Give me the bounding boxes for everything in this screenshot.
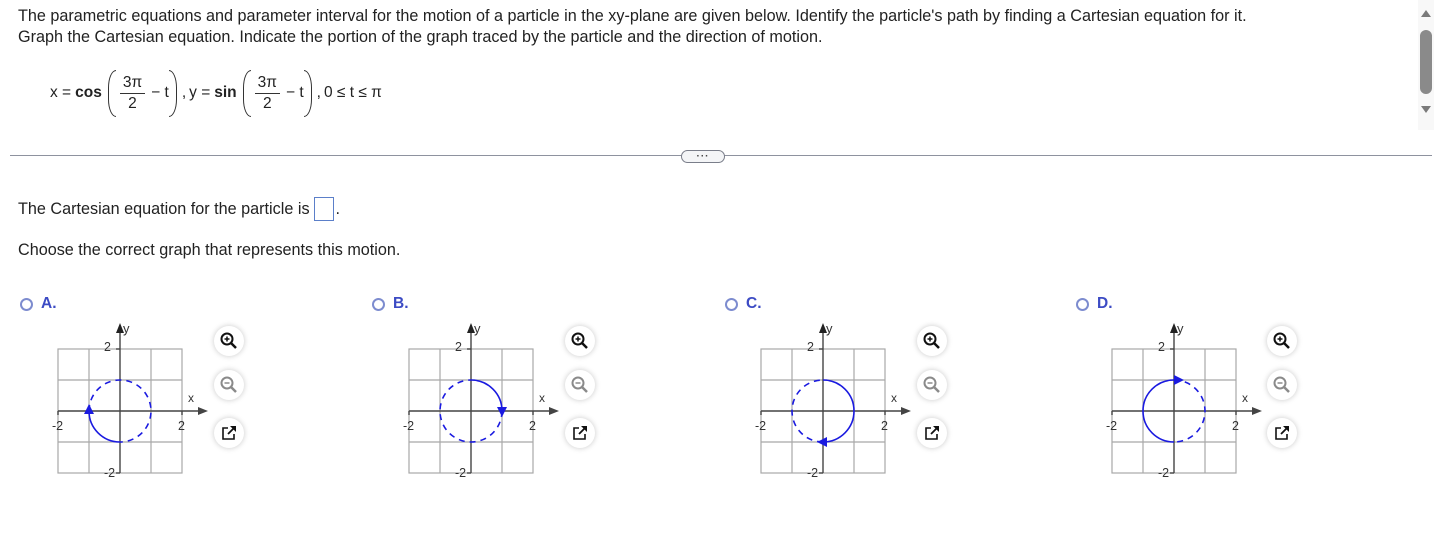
graph-d-plot [1111, 323, 1262, 474]
x-argument: 3π 2 − t [107, 69, 177, 117]
y-min-label: -2 [455, 466, 467, 480]
zoom-out-button-b[interactable] [565, 370, 595, 400]
choose-graph-prompt: Choose the correct graph that represents… [18, 241, 401, 259]
fraction-3pi-over-2: 3π 2 [119, 74, 146, 113]
radio-button-b[interactable] [372, 297, 385, 311]
x-axis-label: x [539, 391, 545, 405]
graph-b-plot [408, 323, 559, 474]
minus-t: − t [285, 84, 304, 101]
sin-function: sin [214, 84, 237, 101]
prompt-line-1: The parametric equations and parameter i… [18, 7, 1247, 25]
fraction-denominator: 2 [128, 94, 137, 112]
parametric-equations: x = cos 3π 2 − t , y = sin 3π 2 − t , 0 … [50, 68, 382, 118]
popout-button-a[interactable] [214, 418, 244, 448]
zoom-in-icon [923, 332, 940, 349]
scroll-up-arrow-icon[interactable] [1421, 10, 1431, 17]
graph-option-c: y x 2 -2 -2 2 [743, 321, 943, 493]
fraction-3pi-over-2: 3π 2 [254, 74, 280, 113]
graph-option-a: y x 2 -2 -2 2 [40, 321, 240, 493]
option-b-label: B. [393, 295, 409, 312]
popout-button-d[interactable] [1267, 418, 1297, 448]
y-argument: 3π 2 − t [242, 69, 312, 117]
popout-button-b[interactable] [565, 418, 595, 448]
graph-c-plot [760, 323, 911, 474]
cos-function: cos [75, 84, 102, 101]
x-lhs: x = [50, 84, 72, 101]
option-c-label: C. [746, 295, 762, 312]
zoom-out-icon [1273, 376, 1290, 393]
vertical-scrollbar[interactable] [1418, 0, 1434, 130]
x-min-label: -2 [755, 419, 767, 433]
zoom-in-button-c[interactable] [917, 326, 947, 356]
y-axis-label: y [474, 321, 481, 336]
y-min-label: -2 [807, 466, 819, 480]
expand-question-button[interactable]: ··· [681, 150, 725, 163]
radio-button-d[interactable] [1076, 297, 1089, 311]
y-axis-label: y [123, 321, 130, 336]
x-max-label: 2 [529, 419, 536, 433]
popout-button-c[interactable] [917, 418, 947, 448]
zoom-out-button-d[interactable] [1267, 370, 1297, 400]
zoom-in-icon [571, 332, 588, 349]
y-min-label: -2 [1158, 466, 1170, 480]
popout-icon [925, 426, 939, 440]
option-a-label: A. [41, 295, 57, 312]
radio-button-c[interactable] [725, 297, 738, 311]
fraction-numerator: 3π [119, 74, 146, 94]
x-axis-label: x [1242, 391, 1248, 405]
cartesian-equation-input[interactable] [313, 197, 334, 221]
radio-button-a[interactable] [20, 297, 33, 311]
option-c[interactable]: C. [725, 295, 762, 313]
graph-a-plot [57, 323, 208, 474]
answer-statement: The Cartesian equation for the particle … [18, 197, 340, 221]
x-max-label: 2 [881, 419, 888, 433]
y-max-label: 2 [1158, 340, 1165, 354]
zoom-out-icon [571, 376, 588, 393]
graph-option-b: y x 2 -2 -2 2 [391, 321, 591, 493]
y-max-label: 2 [455, 340, 462, 354]
option-d[interactable]: D. [1076, 295, 1113, 313]
comma: , [316, 84, 321, 101]
x-min-label: -2 [1106, 419, 1118, 433]
zoom-in-button-d[interactable] [1267, 326, 1297, 356]
minus-t: − t [151, 84, 169, 101]
y-min-label: -2 [104, 466, 116, 480]
popout-icon [573, 426, 587, 440]
y-axis-label: y [1177, 321, 1184, 336]
x-min-label: -2 [52, 419, 64, 433]
fraction-denominator: 2 [263, 94, 272, 112]
zoom-in-button-b[interactable] [565, 326, 595, 356]
y-lhs: y = [189, 84, 211, 101]
problem-prompt: The parametric equations and parameter i… [18, 6, 1378, 48]
comma: , [181, 84, 187, 101]
x-max-label: 2 [178, 419, 185, 433]
scrollbar-thumb[interactable] [1420, 30, 1432, 94]
zoom-out-button-c[interactable] [917, 370, 947, 400]
x-axis-label: x [891, 391, 897, 405]
zoom-in-icon [220, 332, 237, 349]
option-d-label: D. [1097, 295, 1113, 312]
zoom-in-button-a[interactable] [214, 326, 244, 356]
y-axis-label: y [826, 321, 833, 336]
option-a[interactable]: A. [20, 295, 57, 313]
zoom-out-button-a[interactable] [214, 370, 244, 400]
prompt-line-2: Graph the Cartesian equation. Indicate t… [18, 28, 823, 46]
y-max-label: 2 [104, 340, 111, 354]
x-min-label: -2 [403, 419, 415, 433]
y-max-label: 2 [807, 340, 814, 354]
scroll-down-arrow-icon[interactable] [1421, 106, 1431, 113]
zoom-out-icon [220, 376, 237, 393]
x-max-label: 2 [1232, 419, 1239, 433]
answer-prefix: The Cartesian equation for the particle … [18, 199, 310, 218]
zoom-out-icon [923, 376, 940, 393]
fraction-numerator: 3π [254, 74, 280, 94]
zoom-in-icon [1273, 332, 1290, 349]
popout-icon [1275, 426, 1289, 440]
answer-suffix: . [335, 199, 341, 218]
popout-icon [222, 426, 236, 440]
x-axis-label: x [188, 391, 194, 405]
parameter-interval: 0 ≤ t ≤ π [323, 84, 382, 101]
option-b[interactable]: B. [372, 295, 409, 313]
graph-option-d: y x 2 -2 -2 2 [1094, 321, 1294, 493]
